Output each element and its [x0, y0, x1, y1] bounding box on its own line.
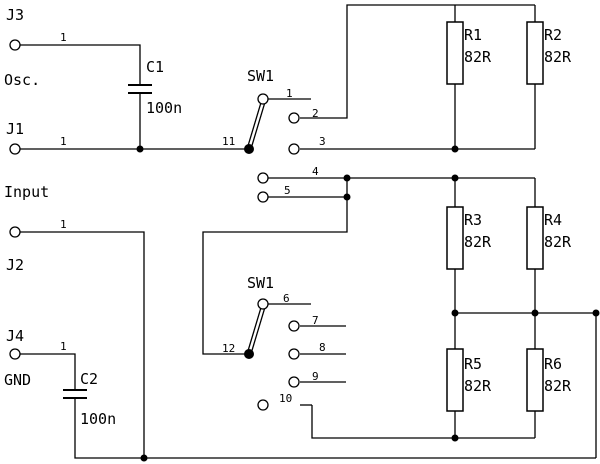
r3-ref: R3	[464, 211, 482, 229]
resistor-r1-body	[446, 21, 464, 85]
switch-common-dot	[244, 144, 254, 154]
switch-sw1a-lever	[246, 98, 267, 150]
sw1a-pin-3: 3	[319, 135, 326, 148]
j2-pin-number: 1	[60, 218, 67, 231]
r4-value: 82R	[544, 233, 572, 251]
j4-label: GND	[4, 371, 31, 389]
resistor-r6-body	[526, 348, 544, 412]
sw1b-common-pin: 12	[222, 342, 235, 355]
sw1a-pin-1-terminal	[257, 93, 269, 105]
c2-ref: C2	[80, 370, 98, 388]
j1-pin-number: 1	[60, 135, 67, 148]
capacitor-c2	[63, 389, 87, 399]
j3-ref: J3	[6, 6, 24, 24]
junction-dot	[451, 174, 459, 182]
j2-ref: J2	[6, 256, 24, 274]
r5-ref: R5	[464, 355, 482, 373]
sw1b-pin-10-terminal	[257, 399, 269, 411]
sw1a-pin-4-terminal	[257, 172, 269, 184]
j3-pin-number: 1	[60, 31, 67, 44]
junction-dot	[451, 145, 459, 153]
sw1b-pin-6: 6	[283, 292, 290, 305]
switch-sw1b-lever	[246, 303, 267, 355]
c1-ref: C1	[146, 58, 164, 76]
r5-value: 82R	[464, 377, 492, 395]
terminal-j3	[9, 39, 21, 51]
r2-value: 82R	[544, 48, 572, 66]
r4-ref: R4	[544, 211, 562, 229]
junction-dot	[451, 434, 459, 442]
junctions	[136, 144, 600, 462]
r6-value: 82R	[544, 377, 572, 395]
sw1a-pin-2: 2	[312, 107, 319, 120]
terminal-j2	[9, 226, 21, 238]
c2-value: 100n	[80, 410, 116, 428]
terminal-j1	[9, 143, 21, 155]
junction-dot	[592, 309, 600, 317]
junction-dot	[531, 309, 539, 317]
c1-value: 100n	[146, 99, 182, 117]
j1-label: Input	[4, 183, 49, 201]
sw1b-pin-9: 9	[312, 370, 319, 383]
j1-ref: J1	[6, 120, 24, 138]
resistor-r4-body	[526, 206, 544, 270]
sw1b-pin-9-terminal	[288, 376, 300, 388]
junction-dot	[343, 193, 351, 201]
sw1a-pin-3-terminal	[288, 143, 300, 155]
sw1a-common-pin: 11	[222, 135, 235, 148]
switch-common-dot	[244, 349, 254, 359]
sw1b-pin-7: 7	[312, 314, 319, 327]
capacitor-c1	[128, 84, 152, 94]
junction-dot	[451, 309, 459, 317]
sw1a-pin-4: 4	[312, 165, 319, 178]
resistor-r3-body	[446, 206, 464, 270]
j4-pin-number: 1	[60, 340, 67, 353]
sw1a-pin-5: 5	[284, 184, 291, 197]
sw1b-pin-7-terminal	[288, 320, 300, 332]
r3-value: 82R	[464, 233, 492, 251]
terminals	[9, 39, 300, 411]
r1-ref: R1	[464, 26, 482, 44]
r6-ref: R6	[544, 355, 562, 373]
sw1a-pin-1: 1	[286, 87, 293, 100]
j4-ref: J4	[6, 327, 24, 345]
wires	[20, 4, 597, 459]
terminal-j4	[9, 348, 21, 360]
resistor-r5-body	[446, 348, 464, 412]
sw1b-pin-8: 8	[319, 341, 326, 354]
junction-dot	[136, 145, 144, 153]
r2-ref: R2	[544, 26, 562, 44]
sw1a-pin-5-terminal	[257, 191, 269, 203]
sw1b-pin-8-terminal	[288, 348, 300, 360]
sw1b-pin-6-terminal	[257, 298, 269, 310]
r1-value: 82R	[464, 48, 492, 66]
junction-dot	[140, 454, 148, 462]
sw1b-pin-10: 10	[279, 392, 292, 405]
junction-dot	[343, 174, 351, 182]
sw1a-pin-2-terminal	[288, 112, 300, 124]
j3-label: Osc.	[4, 71, 40, 89]
resistor-r2-body	[526, 21, 544, 85]
sw1b-ref: SW1	[247, 274, 274, 292]
sw1a-ref: SW1	[247, 67, 274, 85]
